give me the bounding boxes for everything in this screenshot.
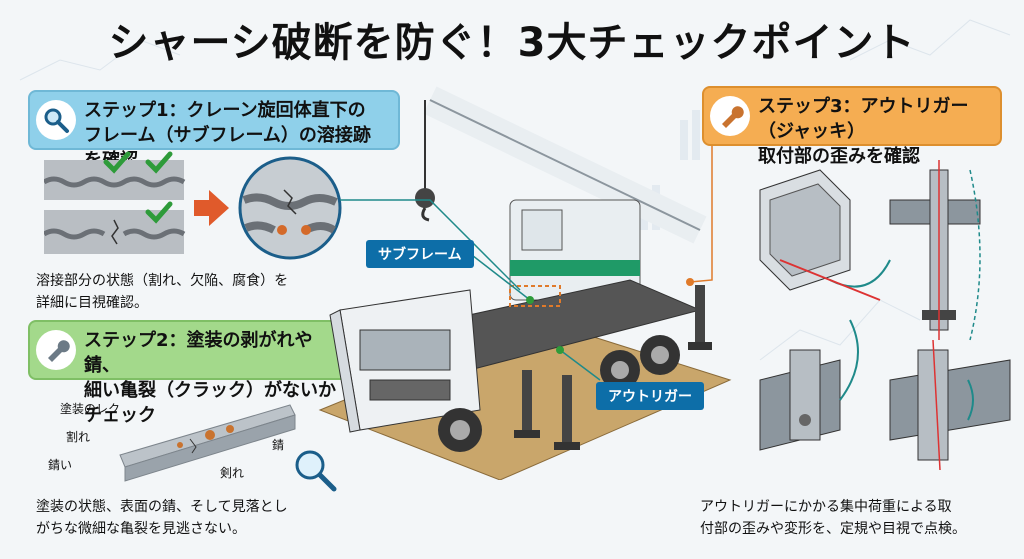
outrigger-mount-illustration [759, 160, 1011, 471]
page-title: シャーシ破断を防ぐ！3大チェックポイント [108, 20, 916, 66]
step1-title-line1: ステップ1：クレーン旋回体直下の [84, 100, 366, 121]
label-rust2: 錆 [272, 438, 285, 452]
weld-inspection-illustration [44, 151, 342, 260]
step2-caption-line1: 塗装の状態、表面の錆、そして見落とし [36, 499, 288, 515]
magnifier-icon [295, 450, 337, 492]
arrow-icon [194, 190, 229, 226]
step3-title-line2: 取付部の歪みを確認 [758, 146, 920, 167]
label-crack1: 割れ [66, 430, 91, 444]
step2-caption: 塗装の状態、表面の錆、そして見落とし がちな微細な亀裂を見逃さない。 [36, 496, 288, 540]
wrench-icon [36, 330, 76, 370]
subframe-tag: サブフレーム [366, 240, 474, 268]
magnifier-icon [36, 100, 76, 140]
step2-title-line2: 細い亀裂（クラック）がないかチェック [84, 380, 336, 426]
step3-banner: ステップ3：アウトリガー（ジャッキ） 取付部の歪みを確認 [702, 86, 1002, 167]
step3-caption-line1: アウトリガーにかかる集中荷重による取 [700, 499, 952, 515]
step1-caption-line2: 詳細に目視確認。 [36, 295, 148, 311]
step3-title-line1: ステップ3：アウトリガー（ジャッキ） [758, 96, 969, 142]
step2-banner: ステップ2：塗装の剥がれや錆、 細い亀裂（クラック）がないかチェック [28, 320, 352, 426]
step3-caption: アウトリガーにかかる集中荷重による取 付部の歪みや変形を、定規や目視で点検。 [700, 496, 966, 540]
label-paint: 塗装のレク [60, 402, 121, 416]
step2-caption-line2: がちな微細な亀裂を見逃さない。 [36, 521, 246, 537]
step1-caption-line1: 溶接部分の状態（割れ、欠陥、腐食）を [36, 273, 289, 289]
label-crack2: 剣れ [220, 466, 245, 480]
i-beam-illustration [119, 404, 296, 482]
label-rust1: 錆い [48, 458, 73, 472]
wrench-icon [710, 96, 750, 136]
truck-crane-illustration [318, 86, 732, 480]
outrigger-tag: アウトリガー [596, 382, 704, 410]
step1-caption: 溶接部分の状態（割れ、欠陥、腐食）を 詳細に目視確認。 [36, 270, 288, 314]
step2-title-line1: ステップ2：塗装の剥がれや錆、 [84, 330, 313, 376]
step3-caption-line2: 付部の歪みや変形を、定規や目視で点検。 [700, 521, 966, 537]
